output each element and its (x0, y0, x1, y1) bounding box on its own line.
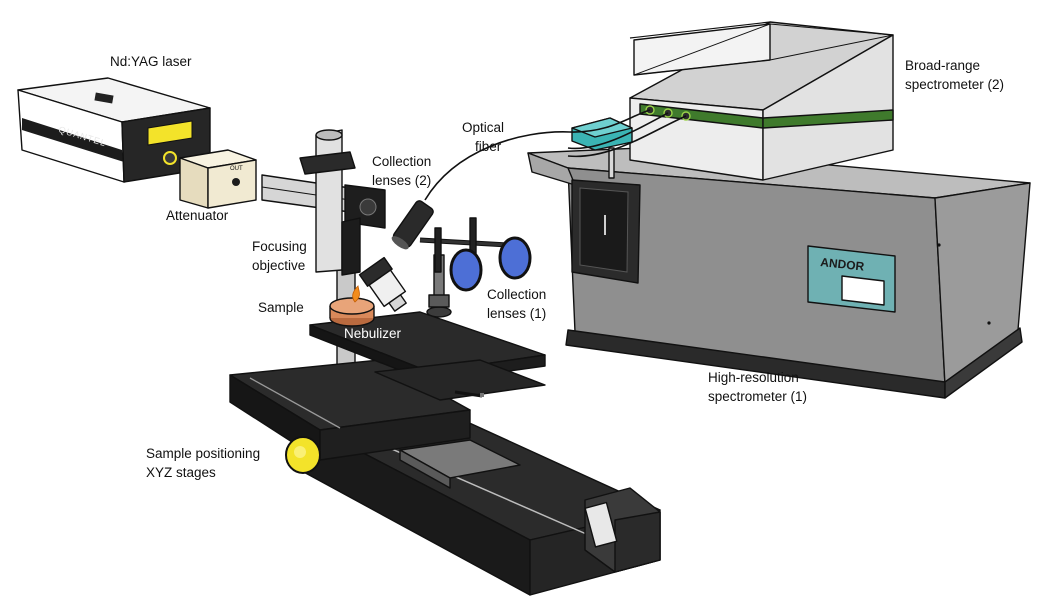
labels: Nd:YAG laser Attenuator Focusing objecti… (110, 54, 1004, 480)
optical-fiber-2 (567, 112, 669, 150)
label-xyz-stages-line1: Sample positioning (146, 446, 260, 461)
sample-disc-top (329, 297, 375, 315)
collection-lens-2 (391, 200, 434, 250)
column-mount (299, 151, 356, 175)
andor-brand-text: ANDOR (820, 255, 866, 274)
collection-lens-1a (449, 248, 483, 292)
sample-holder (329, 285, 375, 327)
xyz-stages (229, 311, 661, 596)
label-optical-fiber-line1: Optical (462, 120, 504, 135)
plasma-spark (352, 285, 360, 303)
entrance-slit-post (608, 147, 615, 179)
collection-optics (391, 200, 532, 318)
label-xyz-stages-line2: XYZ stages (146, 465, 216, 480)
attenuator-port-label: OUT (230, 166, 243, 172)
spectrometer-base-side (944, 327, 1023, 399)
optical-fiber-3 (567, 115, 687, 158)
label-nebulizer: Nebulizer (344, 326, 402, 341)
label-collection-lenses-2-line1: Collection (372, 154, 431, 169)
label-optical-fiber-line2: fiber (475, 139, 502, 154)
laser-black-band (22, 118, 124, 162)
microscope-column (299, 129, 407, 401)
label-sample: Sample (258, 300, 304, 315)
ndyag-laser: QUANTEL (17, 77, 211, 183)
label-collection-lenses-1-line2: lenses (1) (487, 306, 546, 321)
label-ndyag-laser: Nd:YAG laser (110, 54, 192, 69)
optical-fiber-cables (424, 109, 687, 201)
label-high-resolution-line1: High-resolution (708, 370, 799, 385)
broad-range-spectrometer (629, 21, 894, 181)
attenuator: OUT (179, 149, 257, 209)
fiber-coupler (571, 117, 633, 151)
laser-output-aperture (163, 151, 177, 165)
attenuator-port (232, 178, 240, 186)
collection-lens-1b (498, 236, 532, 280)
optical-fiber-main (424, 109, 651, 201)
label-collection-lenses-2-line2: lenses (2) (372, 173, 431, 188)
andor-label-plate (841, 275, 885, 306)
column-body (315, 129, 343, 273)
label-high-resolution-line2: spectrometer (1) (708, 389, 807, 404)
broad-range-side (762, 34, 894, 181)
label-attenuator: Attenuator (166, 208, 229, 223)
label-collection-lenses-1-line1: Collection (487, 287, 546, 302)
focusing-objective (358, 256, 407, 312)
laser-warning-label (147, 120, 193, 146)
label-focusing-objective-line2: objective (252, 258, 305, 273)
label-focusing-objective-line1: Focusing (252, 239, 307, 254)
label-broad-range-line2: spectrometer (2) (905, 77, 1004, 92)
high-resolution-spectrometer: ANDOR (527, 147, 1031, 399)
z-stage-lower-block (374, 359, 546, 401)
attenuator-front (207, 159, 257, 209)
label-broad-range-line1: Broad-range (905, 58, 980, 73)
focus-block (341, 217, 361, 276)
green-stripe-side (762, 109, 894, 129)
